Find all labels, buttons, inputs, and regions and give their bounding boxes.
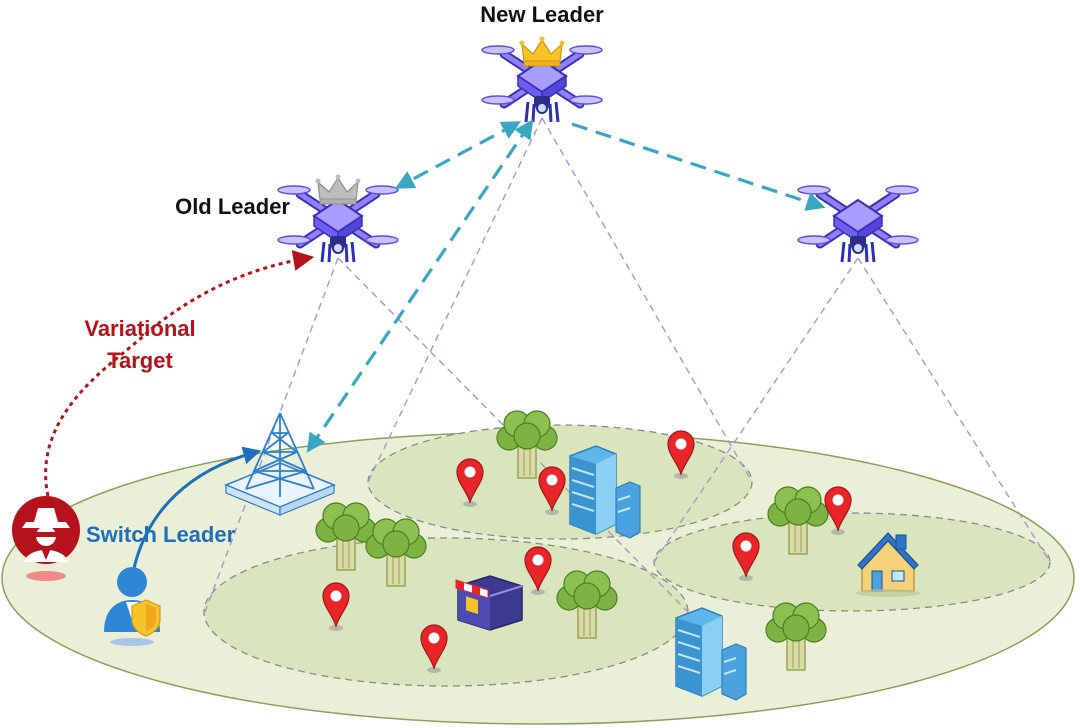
coverage-zone-left bbox=[203, 537, 689, 687]
shop-icon bbox=[455, 575, 523, 631]
link-new-to-tower bbox=[306, 119, 534, 453]
hacker-icon bbox=[12, 496, 80, 581]
label-old-leader: Old Leader bbox=[175, 194, 290, 219]
tower-icon bbox=[223, 412, 337, 516]
switch-link bbox=[132, 446, 262, 569]
user-shield-icon bbox=[104, 567, 161, 646]
label-switch-leader: Switch Leader bbox=[86, 522, 236, 547]
crown-icon bbox=[315, 174, 361, 205]
link-new-to-old bbox=[394, 121, 522, 189]
house-icon bbox=[856, 532, 920, 597]
drone-follower bbox=[798, 186, 918, 262]
label-variational: Variational bbox=[84, 316, 195, 341]
drone-icon bbox=[798, 186, 918, 262]
drone-new-leader bbox=[482, 36, 602, 123]
crown-icon bbox=[519, 36, 565, 67]
drone-old-leader bbox=[278, 174, 398, 263]
coverage-zone-right bbox=[653, 512, 1051, 612]
link-new-to-follower bbox=[571, 122, 826, 211]
leader-links bbox=[306, 119, 826, 453]
label-new-leader: New Leader bbox=[480, 2, 604, 27]
label-target: Target bbox=[107, 348, 173, 373]
